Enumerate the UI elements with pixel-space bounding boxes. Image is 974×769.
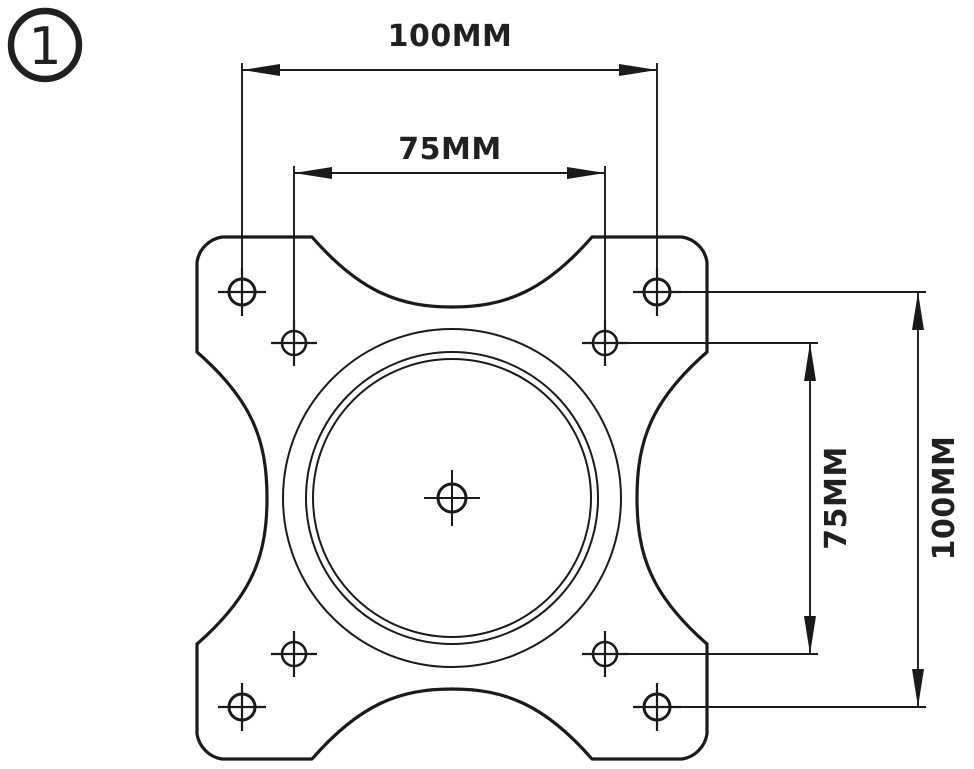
dimension-right-100mm: 100MM	[672, 291, 962, 708]
center-hole	[424, 470, 480, 526]
hub-circle-middle	[305, 351, 599, 645]
hole-ring	[280, 640, 308, 668]
dimension-right-75mm: 75MM	[620, 342, 854, 655]
arrowhead-left-icon	[294, 167, 332, 179]
dimension-label-right-100: 100MM	[927, 436, 962, 561]
hole-ring	[642, 277, 672, 307]
center-hole-ring	[436, 482, 468, 514]
step-badge-number: 1	[28, 17, 61, 77]
mounting-holes-100mm	[218, 268, 681, 731]
step-badge-circle-icon	[7, 7, 83, 83]
arrowhead-right-icon	[567, 167, 605, 179]
dimension-label-top-100: 100MM	[388, 19, 513, 54]
dimension-label-right-75: 75MM	[819, 446, 854, 549]
dimension-label-top-75: 75MM	[398, 132, 501, 167]
hole-ring	[642, 692, 672, 722]
hole-ring	[591, 329, 619, 357]
arrowhead-right-icon	[619, 64, 657, 76]
arrowhead-bottom-icon	[804, 616, 816, 654]
hub-concentric-circles	[282, 328, 622, 668]
hub-circle-inner	[312, 358, 592, 638]
hole-ring	[280, 329, 308, 357]
arrowhead-left-icon	[242, 64, 280, 76]
hole-ring	[591, 640, 619, 668]
mounting-hole-75-bottom-left	[271, 631, 317, 677]
hub-circle-outer	[282, 328, 622, 668]
hole-ring	[227, 692, 257, 722]
mounting-hole-100-bottom-right	[633, 683, 681, 731]
dimension-top-100mm: 100MM	[241, 19, 658, 278]
arrowhead-bottom-icon	[912, 669, 924, 707]
arrowhead-top-icon	[804, 343, 816, 381]
arrowhead-top-icon	[912, 292, 924, 330]
hole-ring	[227, 277, 257, 307]
mounting-hole-100-bottom-left	[218, 683, 266, 731]
dimension-top-75mm: 75MM	[293, 132, 606, 330]
step-number-badge: 1	[7, 7, 83, 83]
plate-outline	[195, 235, 709, 761]
